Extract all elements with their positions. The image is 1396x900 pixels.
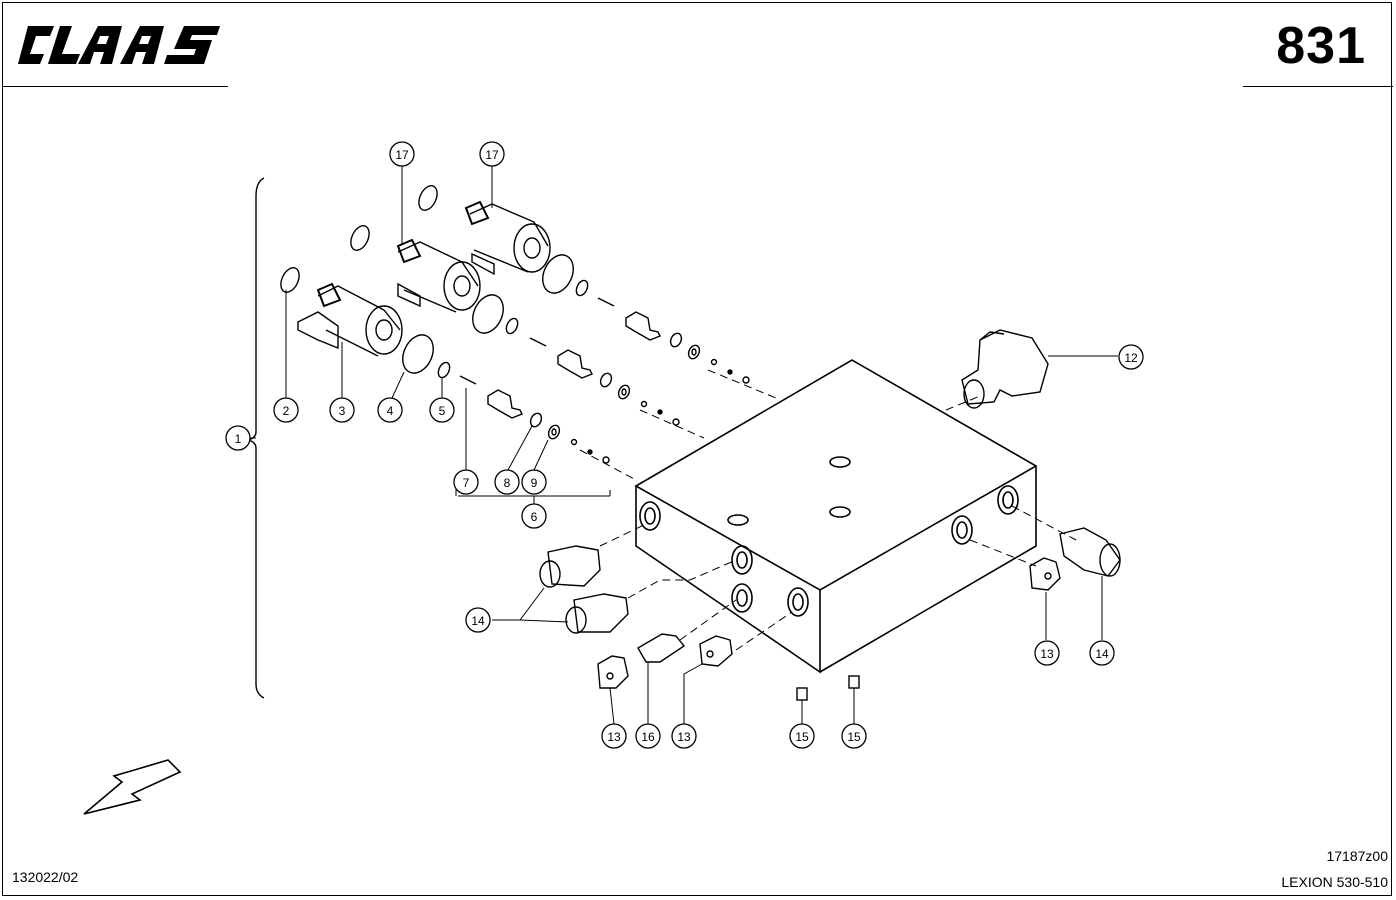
callout-label: 6: [531, 510, 538, 524]
callout-2: 2: [273, 397, 299, 423]
callout-label: 17: [395, 148, 409, 162]
model-name: LEXION 530-510: [1281, 874, 1388, 890]
pins: [459, 297, 615, 385]
document-reference: 132022/02: [12, 869, 79, 885]
callout-17-left: 17: [389, 141, 415, 167]
callout-9: 9: [521, 469, 547, 495]
plugs: [597, 557, 1061, 689]
callout-4: 4: [377, 397, 403, 423]
callout-label: 14: [1095, 647, 1109, 661]
leader-lines: [250, 166, 1118, 725]
callout-8: 8: [494, 469, 520, 495]
callout-label: 12: [1124, 351, 1138, 365]
callout-17-right: 17: [479, 141, 505, 167]
callout-14-right: 14: [1089, 640, 1115, 666]
callout-label: 15: [847, 730, 861, 744]
callout-label: 3: [339, 404, 346, 418]
assembly-guide-lines: [579, 369, 1077, 651]
direction-arrow: [83, 759, 182, 815]
dowel-pins: [796, 675, 860, 701]
page-number: 831: [1276, 17, 1366, 75]
callout-label: 17: [485, 148, 499, 162]
callout-label: 14: [471, 614, 485, 628]
elbow-fitting: [961, 329, 1049, 409]
callout-13-right: 13: [1034, 640, 1060, 666]
solenoid-coil-left: [297, 282, 403, 357]
solenoid-coil-middle: [396, 238, 481, 313]
callout-1: 1: [225, 425, 251, 451]
small-balls: [570, 358, 750, 464]
callout-label: 13: [1040, 647, 1054, 661]
callout-label: 13: [607, 730, 621, 744]
o-rings: [280, 185, 701, 440]
fittings-left: [539, 545, 629, 634]
cartridge-valves: [487, 311, 661, 419]
callout-label: 4: [387, 404, 394, 418]
brand-logo: [18, 26, 220, 64]
drawing-code: 17187z00: [1326, 848, 1388, 864]
callout-label: 15: [795, 730, 809, 744]
header-rule-right: [1243, 86, 1393, 87]
callout-label: 8: [504, 476, 511, 490]
callout-label: 5: [439, 404, 446, 418]
callout-14-left: 14: [465, 607, 491, 633]
callout-3: 3: [329, 397, 355, 423]
callout-6: 6: [521, 503, 547, 529]
header-rule-left: [2, 86, 228, 87]
callout-7: 7: [453, 469, 479, 495]
callout-16: 16: [635, 723, 661, 749]
fitting-right: [1059, 527, 1121, 577]
callout-13-left: 13: [601, 723, 627, 749]
solenoid-coil-right: [464, 200, 551, 276]
callout-label: 13: [677, 730, 691, 744]
callout-label: 2: [283, 404, 290, 418]
callout-label: 7: [463, 476, 470, 490]
callout-label: 9: [531, 476, 538, 490]
callout-13-middle: 13: [671, 723, 697, 749]
callout-label: 1: [235, 432, 242, 446]
callout-15-left: 15: [789, 723, 815, 749]
callout-5: 5: [429, 397, 455, 423]
callout-label: 16: [641, 730, 655, 744]
callout-15-right: 15: [841, 723, 867, 749]
callout-12: 12: [1118, 344, 1144, 370]
valve-block: [634, 359, 1038, 674]
